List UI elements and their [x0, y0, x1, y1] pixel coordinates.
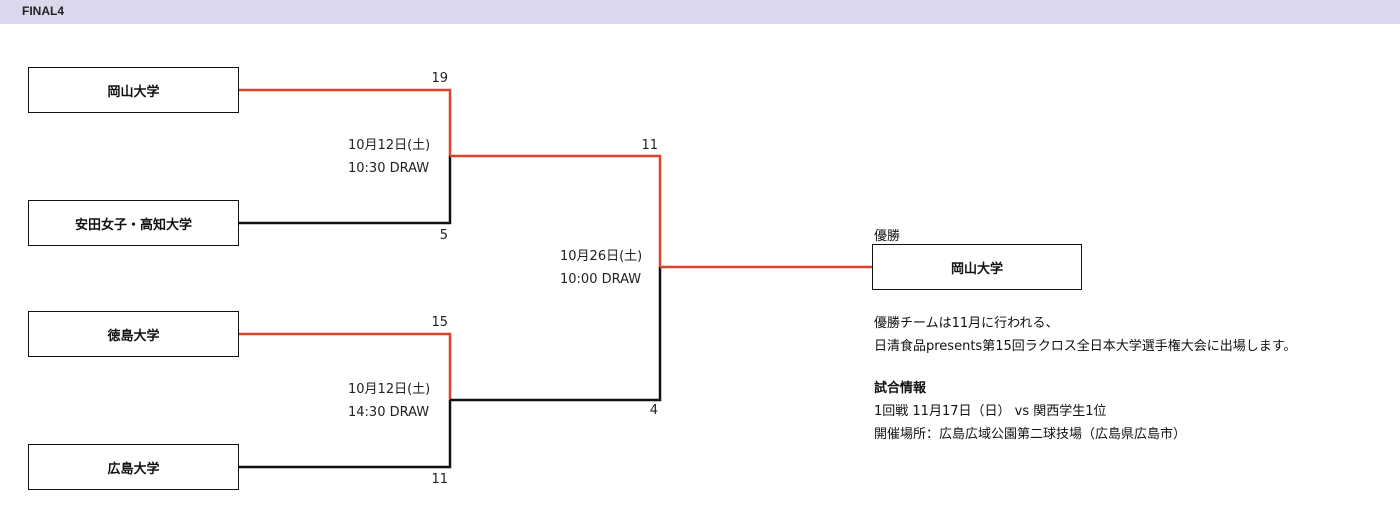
champion-label: 優勝 [874, 229, 901, 244]
score-final-bottom: 4 [649, 403, 658, 418]
match-date-sf2: 10月12日(土) 14:30 DRAW [348, 378, 430, 424]
winner-line-tokushima [239, 332, 452, 400]
team-name: 徳島大学 [107, 328, 160, 344]
champion-box: 岡山大学 [872, 244, 1082, 290]
champion-note: 優勝チームは11月に行われる、 日清食品presents第15回ラクロス全日本大… [874, 312, 1296, 358]
loser-line-yasuda [239, 156, 452, 225]
info-line: 1回戦 11月17日（日） vs 関西学生1位 [874, 404, 1107, 419]
match-date: 10月12日(土) [348, 382, 431, 397]
score-sf2-bottom: 11 [431, 472, 448, 487]
team-box-4: 広島大学 [28, 444, 239, 490]
note-line: 日清食品presents第15回ラクロス全日本大学選手権大会に出場します。 [874, 339, 1297, 354]
match-info: 試合情報 1回戦 11月17日（日） vs 関西学生1位 開催場所：広島広域公園… [874, 377, 1186, 446]
team-box-1: 岡山大学 [28, 67, 239, 113]
score-final-top: 11 [641, 138, 658, 153]
winner-line-okayama [239, 88, 452, 156]
info-line: 開催場所：広島広域公園第二球技場（広島県広島市） [874, 427, 1187, 442]
match-date-sf1: 10月12日(土) 10:30 DRAW [348, 134, 430, 180]
match-date-final: 10月26日(土) 10:00 DRAW [560, 245, 642, 291]
match-date: 10月12日(土) [348, 138, 431, 153]
team-box-3: 徳島大学 [28, 311, 239, 357]
team-name: 岡山大学 [107, 84, 160, 100]
winner-line-final-top [450, 154, 662, 267]
header-bar: FINAL4 [0, 0, 1400, 24]
match-time: 10:30 DRAW [348, 161, 430, 176]
page-title: FINAL4 [22, 4, 64, 18]
loser-line-hiroshima [239, 400, 452, 469]
team-name: 安田女子・高知大学 [74, 217, 192, 233]
info-heading-text: 試合情報 [874, 381, 927, 396]
note-line: 優勝チームは11月に行われる、 [874, 316, 1059, 331]
score-sf1-bottom: 5 [439, 228, 448, 243]
match-time: 10:00 DRAW [560, 272, 642, 287]
match-date: 10月26日(土) [560, 249, 643, 264]
score-sf1-top: 19 [431, 71, 448, 86]
info-heading: 試合情報 [874, 377, 1186, 400]
team-name: 広島大学 [107, 461, 160, 477]
champion-name: 岡山大学 [950, 261, 1003, 277]
loser-line-final-bottom [450, 267, 662, 402]
team-box-2: 安田女子・高知大学 [28, 200, 239, 246]
match-time: 14:30 DRAW [348, 405, 430, 420]
score-sf2-top: 15 [431, 315, 448, 330]
